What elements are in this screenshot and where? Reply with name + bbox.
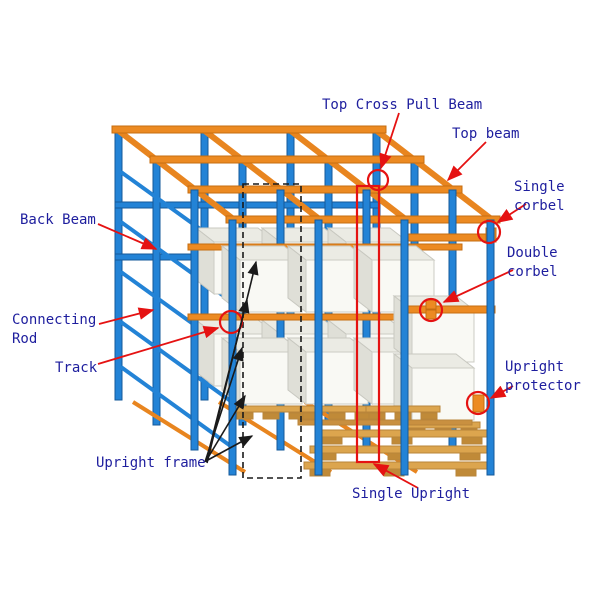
top-cross-pull-beams (117, 128, 492, 221)
upright-frame-arrow-1 (205, 435, 254, 462)
label-single-upright: Single Upright (352, 486, 471, 502)
single-upright-highlight-box (355, 184, 381, 464)
double-corbel-highlight-circle (418, 297, 444, 323)
single-corbel-arrow (496, 203, 527, 223)
connecting-rod-arrow (98, 307, 155, 325)
single-corbel-highlight-circle (476, 219, 502, 245)
double-corbel-lower (425, 309, 437, 320)
back-beam-arrow (97, 223, 158, 250)
label-connecting-rod: Connecting Rod (12, 312, 105, 347)
label-top-cross-pull-beam: Top Cross Pull Beam (322, 97, 483, 113)
label-upright-frame: Upright frame (96, 455, 206, 471)
upright-protector (472, 394, 485, 413)
track-arrow (97, 326, 220, 365)
upright-protector-arrow (489, 385, 514, 399)
upright-frame-arrow-2 (205, 394, 246, 462)
label-single-corbel: Single corbel (514, 179, 574, 214)
label-top-beam: Top beam (452, 126, 520, 142)
single-upright-arrow (372, 463, 419, 489)
label-back-beam: Back Beam (20, 212, 96, 228)
label-upright-protector: Upright protector (505, 359, 581, 394)
double-corbel-upper (425, 299, 437, 310)
label-double-corbel: Double corbel (507, 245, 567, 280)
top-cross-pull-beam-highlight-circle (366, 168, 390, 192)
top-cross-pull-beam-arrow (379, 112, 400, 170)
top-beam-arrow (446, 141, 487, 182)
label-track: Track (55, 360, 98, 376)
upright-frame-highlight-box (242, 183, 302, 479)
double-corbel-arrow (442, 269, 514, 303)
upright-protector-highlight-circle (465, 390, 491, 416)
upright-frame-arrow-5 (206, 260, 259, 464)
annotations (97, 112, 527, 489)
